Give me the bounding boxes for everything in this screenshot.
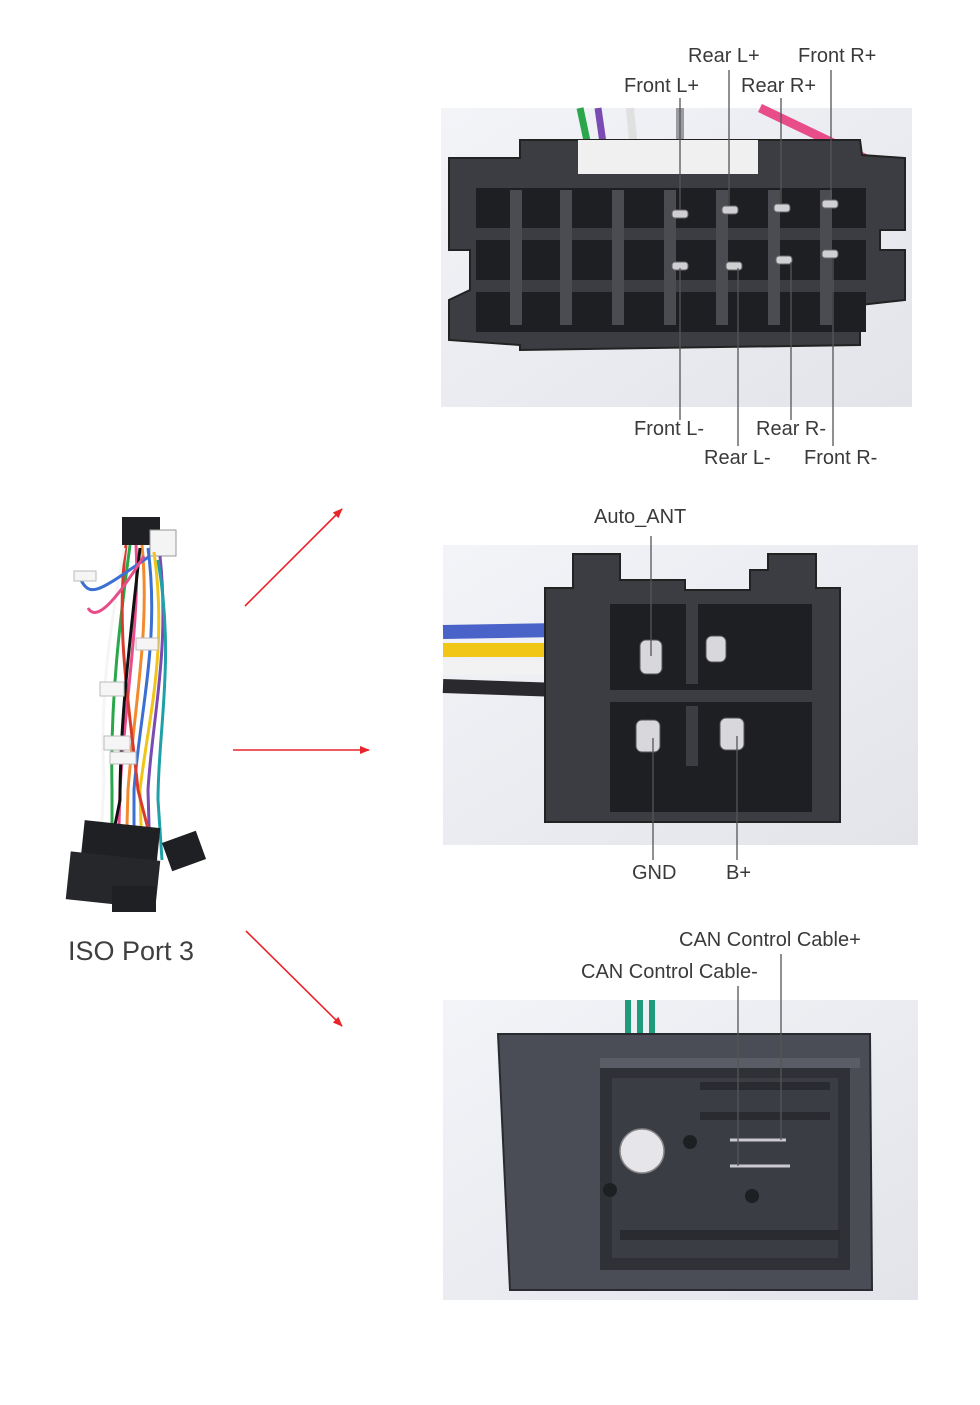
speaker-leader-lines [679, 70, 834, 446]
label-front-l-minus: Front L- [634, 418, 705, 440]
label-b-plus: B+ [726, 862, 752, 884]
power-connector-image [442, 545, 918, 845]
can-leader-lines [737, 954, 782, 1166]
arrow-to-speaker-connector [244, 508, 343, 607]
label-front-r-plus: Front R+ [798, 45, 877, 67]
harness-caption: ISO Port 3 [68, 936, 195, 966]
power-leader-lines [650, 536, 738, 860]
label-rear-r-minus: Rear R- [756, 418, 827, 440]
label-gnd: GND [632, 862, 677, 884]
speaker-connector-image [441, 103, 912, 407]
label-rear-r-plus: Rear R+ [741, 75, 817, 97]
label-rear-l-plus: Rear L+ [688, 45, 760, 67]
label-rear-l-minus: Rear L- [704, 447, 771, 469]
arrow-to-can-connector [245, 930, 343, 1027]
label-auto-ant: Auto_ANT [594, 506, 687, 528]
label-front-l-plus: Front L+ [624, 75, 700, 97]
wiring-harness-image [65, 517, 207, 912]
label-front-r-minus: Front R- [804, 447, 878, 469]
label-can-plus: CAN Control Cable+ [679, 929, 861, 951]
can-connector-image [443, 1000, 918, 1300]
label-can-minus: CAN Control Cable- [581, 961, 758, 983]
